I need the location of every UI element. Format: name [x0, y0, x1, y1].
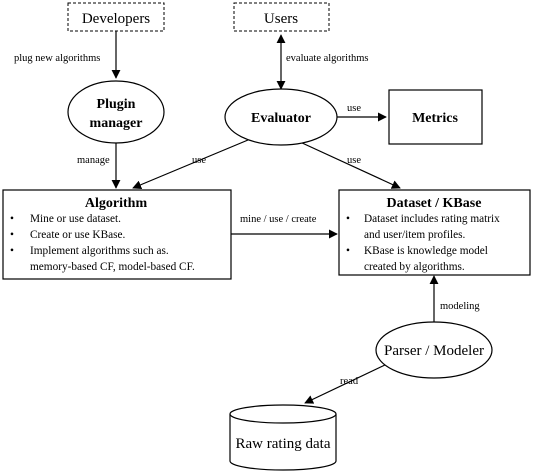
- node-plugin-manager: Plugin manager: [67, 80, 165, 144]
- edge-label-read: read: [340, 376, 359, 387]
- algorithm-bullet-icon: •: [10, 245, 14, 257]
- dataset-bullet-2: KBase is knowledge model: [364, 245, 488, 257]
- algorithm-bullet-icon: •: [10, 229, 14, 241]
- algorithm-bullet-1: Mine or use dataset.: [30, 213, 121, 225]
- parser-modeler-label: Parser / Modeler: [384, 343, 484, 359]
- edge-label-modeling: modeling: [440, 301, 480, 312]
- edge-label-mine-use-create: mine / use / create: [240, 214, 317, 225]
- node-metrics: Metrics: [388, 89, 483, 145]
- algorithm-title: Algorithm: [85, 196, 148, 211]
- node-developers: Developers: [67, 2, 165, 32]
- dataset-bullet-icon: •: [346, 213, 350, 225]
- edge-label-plug: plug new algorithms: [14, 53, 100, 64]
- edge-evaluator-algorithm: [132, 139, 249, 190]
- plugin-manager-label-1: Plugin: [97, 97, 136, 112]
- node-users: Users: [233, 2, 330, 32]
- dataset-title: Dataset / KBase: [387, 196, 482, 211]
- node-raw-rating-data: Raw rating data: [229, 404, 337, 471]
- evaluator-label: Evaluator: [251, 111, 311, 126]
- algorithm-bullet-3: Implement algorithms such as.: [30, 245, 169, 257]
- edge-label-eval-metrics: use: [347, 103, 361, 114]
- developers-label: Developers: [82, 11, 150, 27]
- edge-label-evaluate: evaluate algorithms: [286, 53, 369, 64]
- raw-rating-data-label: Raw rating data: [236, 436, 331, 452]
- algorithm-bullet-2: Create or use KBase.: [30, 229, 126, 241]
- plugin-manager-label-2: manager: [90, 116, 143, 131]
- dataset-bullet-1-cont: and user/item profiles.: [364, 229, 466, 241]
- node-dataset-kbase: Dataset / KBase • Dataset includes ratin…: [338, 189, 531, 276]
- users-label: Users: [264, 11, 298, 27]
- edge-parser-rawdata: [304, 363, 388, 404]
- node-parser-modeler: Parser / Modeler: [375, 321, 493, 379]
- edge-evaluator-dataset: [299, 141, 401, 189]
- dataset-bullet-1: Dataset includes rating matrix: [364, 213, 500, 225]
- algorithm-bullet-icon: •: [10, 213, 14, 225]
- algorithm-bullet-3-cont: memory-based CF, model-based CF.: [30, 261, 195, 273]
- edge-label-eval-dataset: use: [347, 155, 361, 166]
- node-algorithm: Algorithm • Mine or use dataset. • Creat…: [2, 189, 232, 280]
- metrics-label: Metrics: [412, 111, 458, 126]
- edge-label-eval-algorithm: use: [192, 155, 206, 166]
- dataset-bullet-2-cont: created by algorithms.: [364, 261, 465, 273]
- edge-label-manage: manage: [77, 155, 110, 166]
- node-evaluator: Evaluator: [224, 88, 338, 146]
- dataset-bullet-icon: •: [346, 245, 350, 257]
